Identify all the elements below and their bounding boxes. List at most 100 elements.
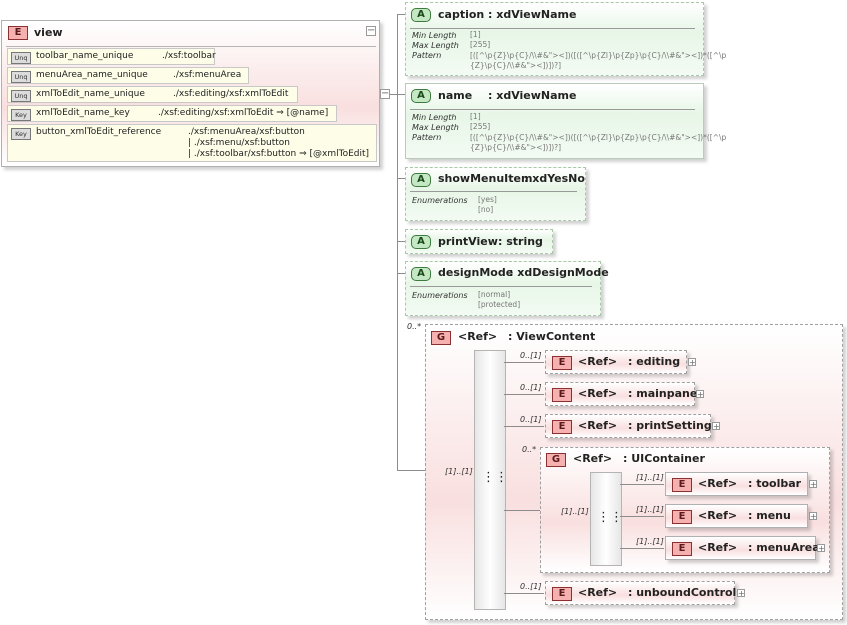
sequence-compositor-icon: ⋮⋮ <box>482 470 508 485</box>
connector-line <box>620 516 664 517</box>
element-mainpane[interactable]: E <Ref> : mainpane <box>545 382 698 406</box>
element-ref: <Ref> <box>578 355 618 368</box>
constraint-row[interactable]: Key button_xmlToEdit_reference ./xsf:men… <box>7 124 377 162</box>
unique-badge: Unq <box>11 52 31 64</box>
attribute-card-printview[interactable]: A printView : string <box>405 229 553 254</box>
facet-key: Pattern <box>412 51 442 60</box>
element-badge: E <box>672 510 692 524</box>
attribute-type: : xdViewName <box>488 8 577 21</box>
connector-line <box>504 362 544 363</box>
connector-line <box>620 484 664 485</box>
connector-line <box>504 394 544 395</box>
connector-line <box>397 94 407 95</box>
connector-line <box>397 273 407 274</box>
constraint-row[interactable]: Unq menuArea_name_unique ./xsf:menuArea <box>7 67 249 84</box>
facet-key: Max Length <box>412 123 459 132</box>
constraint-xpath: ./xsf:editing/xsf:xmlToEdit <box>173 89 289 99</box>
attribute-badge: A <box>411 8 431 22</box>
facet-key: Min Length <box>412 31 457 40</box>
facet-key: Enumerations <box>412 291 468 300</box>
plus-icon[interactable]: + <box>688 358 696 367</box>
attribute-badge: A <box>411 89 431 103</box>
attribute-card-caption[interactable]: A caption : xdViewName Min Length [1] Ma… <box>405 2 726 76</box>
collapse-icon[interactable]: − <box>366 25 376 36</box>
constraint-name: toolbar_name_unique <box>36 51 134 61</box>
facet-value: [1] <box>470 30 481 39</box>
element-editing[interactable]: E <Ref> : editing <box>545 350 687 374</box>
child-multiplicity: 0..[1] <box>520 582 542 591</box>
element-menuarea[interactable]: E <Ref> : menuArea <box>665 536 820 560</box>
facet-key: Min Length <box>412 113 457 122</box>
element-name: : mainpane <box>628 387 698 400</box>
attribute-card-designmode[interactable]: A designMode : xdDesignMode Enumerations… <box>405 261 609 316</box>
group-badge: G <box>546 453 566 467</box>
element-name: : editing <box>628 355 681 368</box>
element-badge: E <box>672 542 692 556</box>
group-ref: <Ref> <box>458 330 498 343</box>
constraint-xpath: ./xsf:toolbar <box>162 51 216 61</box>
attribute-name: name <box>438 89 473 102</box>
sequence-multiplicity: [1]..[1] <box>445 467 473 476</box>
attribute-badge: A <box>411 235 431 249</box>
key-badge: Key <box>11 109 31 121</box>
child-multiplicity: 0..[1] <box>520 351 542 360</box>
constraint-xpath: ./xsf:menuArea/xsf:button | ./xsf:menu/x… <box>188 127 370 159</box>
attribute-type: : xdViewName <box>488 89 577 102</box>
plus-icon[interactable]: + <box>817 544 825 553</box>
attribute-badge: A <box>411 173 431 187</box>
key-badge: Key <box>11 128 31 140</box>
view-element-box[interactable]: E view − Unq toolbar_name_unique ./xsf:t… <box>1 20 380 167</box>
facet-value: [([^\p{Z}\p{C}/\\#&"><])([([^\p{Zl}\p{Zp… <box>470 133 727 152</box>
element-badge: E <box>552 356 572 370</box>
facet-value: [normal] [protected] <box>478 290 521 309</box>
element-badge: E <box>8 26 28 40</box>
element-menu[interactable]: E <Ref> : menu <box>665 504 808 528</box>
connector-trunk <box>397 14 398 471</box>
element-name: : unboundControls <box>628 586 743 599</box>
collapse-icon[interactable]: − <box>380 88 390 99</box>
element-ref: <Ref> <box>578 387 618 400</box>
element-badge: E <box>552 420 572 434</box>
element-name: : menu <box>748 509 791 522</box>
element-printsettings[interactable]: E <Ref> : printSettings <box>545 414 718 438</box>
attribute-type: : xdYesNo <box>524 172 585 185</box>
group-multiplicity: 0..* <box>407 322 422 331</box>
connector-line <box>504 510 540 511</box>
sequence-compositor <box>474 350 506 610</box>
facet-value: [255] <box>470 122 491 131</box>
attribute-card-showmenuitem[interactable]: A showMenuItem : xdYesNo Enumerations [y… <box>405 167 586 221</box>
element-toolbar[interactable]: E <Ref> : toolbar <box>665 472 808 496</box>
constraint-name: button_xmlToEdit_reference <box>36 127 162 137</box>
element-ref: <Ref> <box>698 477 738 490</box>
attribute-badge: A <box>411 267 431 281</box>
element-unboundcontrols[interactable]: E <Ref> : unboundControls <box>545 581 743 605</box>
constraint-row[interactable]: Key xmlToEdit_name_key ./xsf:editing/xsf… <box>7 105 337 122</box>
connector-line <box>620 548 664 549</box>
plus-icon[interactable]: + <box>809 480 817 489</box>
plus-icon[interactable]: + <box>737 589 745 598</box>
attribute-card-name[interactable]: A name : xdViewName Min Length [1] Max L… <box>405 83 726 159</box>
plus-icon[interactable]: + <box>712 422 720 431</box>
attribute-name: designMode <box>438 266 514 279</box>
constraint-row[interactable]: Unq xmlToEdit_name_unique ./xsf:editing/… <box>7 86 298 103</box>
child-multiplicity: 0..[1] <box>520 383 542 392</box>
constraint-row[interactable]: Unq toolbar_name_unique ./xsf:toolbar <box>7 48 216 65</box>
element-ref: <Ref> <box>578 586 618 599</box>
group-badge: G <box>431 331 451 345</box>
element-name: : menuArea <box>748 541 820 554</box>
facet-key: Max Length <box>412 41 459 50</box>
constraint-name: xmlToEdit_name_key <box>36 108 130 118</box>
element-badge: E <box>672 478 692 492</box>
facet-key: Pattern <box>412 133 442 142</box>
unique-badge: Unq <box>11 71 31 83</box>
plus-icon[interactable]: + <box>696 390 704 399</box>
constraint-name: xmlToEdit_name_unique <box>36 89 145 99</box>
attribute-separator <box>410 28 695 29</box>
title-separator <box>6 46 376 47</box>
group-ref: <Ref> <box>573 452 613 465</box>
element-badge: E <box>552 388 572 402</box>
attribute-separator <box>410 109 695 110</box>
sequence-compositor <box>590 472 622 566</box>
connector-line <box>397 14 407 15</box>
plus-icon[interactable]: + <box>809 512 817 521</box>
